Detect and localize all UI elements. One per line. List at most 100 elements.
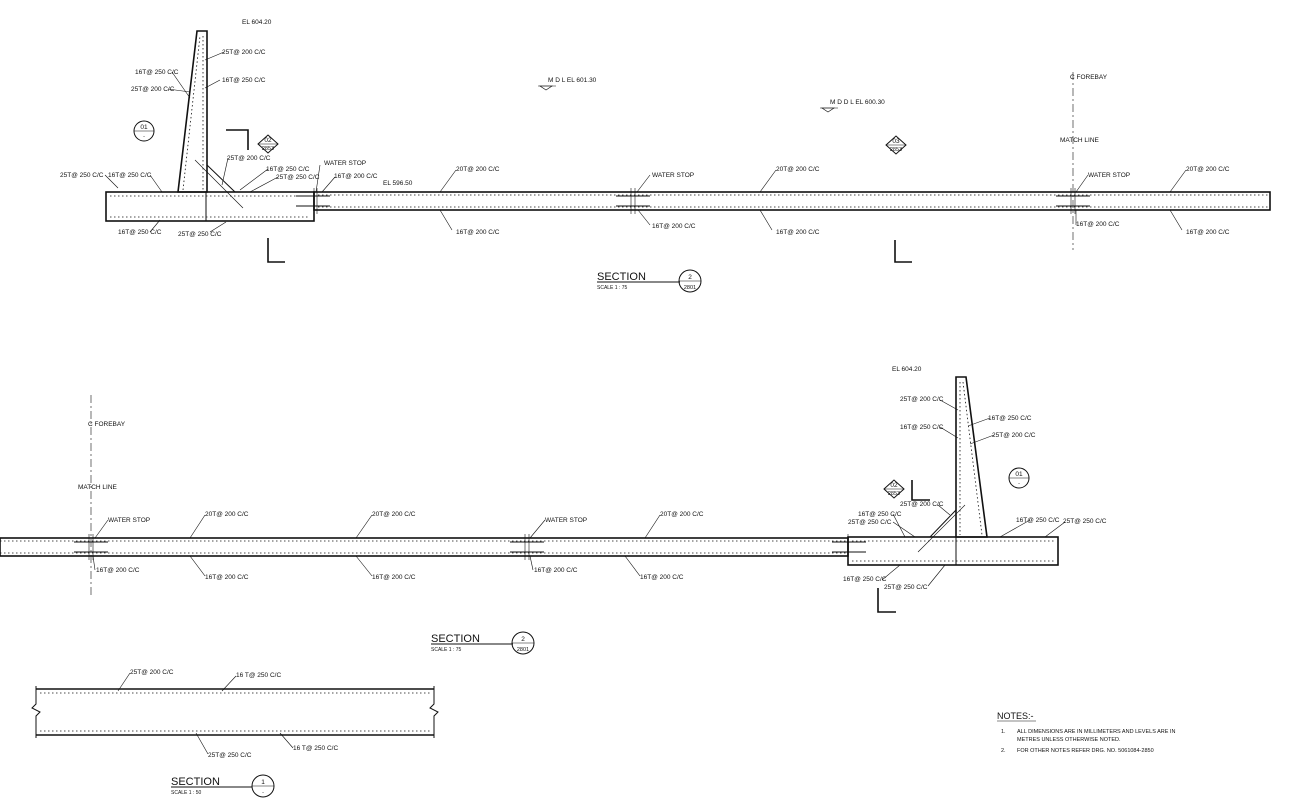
rebar-label: 25T@ 200 C/C: [130, 669, 174, 676]
section-sheet: 2801: [517, 647, 529, 653]
rebar-label: 16T@ 200 C/C: [776, 229, 820, 236]
marker-01-sub: -: [1018, 481, 1020, 487]
note-text: ALL DIMENSIONS ARE IN MILLIMETERS AND LE…: [1017, 729, 1175, 735]
marker-01-number: 01: [1015, 471, 1023, 478]
rebar-label: 16T@ 250 C/C: [135, 69, 179, 76]
top-marker-01: 01 -: [133, 120, 155, 142]
level-label: M D D L EL 600.30: [830, 99, 885, 106]
rebar-label: 16T@ 250 C/C: [858, 511, 902, 518]
marker-01-sub: -: [143, 134, 145, 140]
rebar-label: 16T@ 200 C/C: [96, 567, 140, 574]
top-section: 01 - 02 2853 03 2853 EL 604.20 M D L EL …: [60, 19, 1271, 293]
rebar-label: 20T@ 200 C/C: [456, 166, 500, 173]
rebar-label: 16T@ 250 C/C: [118, 229, 162, 236]
water-stop-label: WATER STOP: [108, 517, 150, 524]
rebar-label: 25T@ 250 C/C: [848, 519, 892, 526]
rebar-label: 25T@ 200 C/C: [227, 155, 271, 162]
rebar-label: 16T@ 250 C/C: [843, 576, 887, 583]
mid-wall: [955, 376, 988, 538]
mid-joint-2: [510, 534, 544, 560]
rebar-label: 25T@ 250 C/C: [178, 231, 222, 238]
rebar-label: 20T@ 200 C/C: [1186, 166, 1230, 173]
notes-block: NOTES:- 1. ALL DIMENSIONS ARE IN MILLIME…: [997, 711, 1175, 754]
matchline-label: MATCH LINE: [78, 484, 118, 491]
section-title-top: SECTION SCALE 1 : 75 2 2801: [597, 269, 702, 293]
marker-02-number: 02: [264, 137, 272, 144]
marker-02-sub: 2853: [888, 491, 900, 497]
note-text: FOR OTHER NOTES REFER DRG. NO. 5061084-2…: [1017, 748, 1154, 754]
water-stop-label: WATER STOP: [652, 172, 694, 179]
rebar-label: 25T@ 200 C/C: [222, 49, 266, 56]
section-title: SECTION: [171, 776, 220, 788]
top-marker-03: 03 2853: [885, 135, 907, 155]
section-title-middle: SECTION SCALE 1 : 75 2 2801: [431, 631, 535, 655]
section-scale: SCALE 1 : 75: [431, 647, 462, 653]
section-number: 2: [521, 636, 525, 643]
section-scale: SCALE 1 : 75: [597, 285, 628, 291]
rebar-label: 25T@ 200 C/C: [131, 86, 175, 93]
forebay-label: C FOREBAY: [88, 421, 126, 428]
rebar-label: 16T@ 200 C/C: [640, 574, 684, 581]
section-title-small: SECTION SCALE 1 : 50 1 -: [171, 774, 275, 798]
level-label: EL 604.20: [242, 19, 272, 26]
rebar-label: 25T@ 250 C/C: [276, 174, 320, 181]
rebar-label: 25T@ 250 C/C: [208, 752, 252, 759]
top-marker-02: 02 2853: [257, 134, 279, 154]
top-joint-2: [616, 188, 650, 214]
middle-section: 01 - 02 2853 EL 604.20 C FOREBAY MATCH L…: [0, 366, 1107, 655]
matchline-label: MATCH LINE: [1060, 137, 1100, 144]
rebar-label: 16T@ 200 C/C: [334, 173, 378, 180]
water-stop-label: WATER STOP: [545, 517, 587, 524]
rebar-label: 20T@ 200 C/C: [372, 511, 416, 518]
rebar-label: 16T@ 200 C/C: [652, 223, 696, 230]
marker-03-number: 03: [892, 138, 900, 145]
rebar-label: 25T@ 250 C/C: [1063, 518, 1107, 525]
rebar-label: 16T@ 250 C/C: [222, 77, 266, 84]
forebay-label: C FOREBAY: [1070, 74, 1108, 81]
mid-marker-01: 01 -: [1008, 467, 1030, 489]
rebar-label: 16T@ 200 C/C: [1186, 229, 1230, 236]
level-label: EL 596.50: [383, 180, 413, 187]
water-stop-label: WATER STOP: [1088, 172, 1130, 179]
section-number: 2: [688, 274, 692, 281]
mid-marker-02: 02 2853: [883, 479, 905, 499]
marker-02-number: 02: [890, 482, 898, 489]
small-section: 25T@ 200 C/C 16 T@ 250 C/C 25T@ 250 C/C …: [31, 669, 439, 798]
section-sheet: -: [262, 790, 264, 796]
section-title: SECTION: [431, 633, 480, 645]
rebar-label: 16T@ 200 C/C: [534, 567, 578, 574]
note-number: 1.: [1001, 729, 1006, 735]
rebar-label: 16T@ 250 C/C: [108, 172, 152, 179]
section-number: 1: [261, 779, 265, 786]
rebar-label: 16T@ 200 C/C: [372, 574, 416, 581]
water-stop-label: WATER STOP: [324, 160, 366, 167]
rebar-label: 16 T@ 250 C/C: [236, 672, 281, 679]
rebar-label: 25T@ 250 C/C: [60, 172, 104, 179]
top-joint-1: [296, 188, 330, 214]
marker-02-sub: 2853: [262, 146, 274, 152]
rebar-label: 16 T@ 250 C/C: [293, 745, 338, 752]
rebar-label: 25T@ 250 C/C: [884, 584, 928, 591]
rebar-label: 25T@ 200 C/C: [992, 432, 1036, 439]
rebar-label: 16T@ 250 C/C: [1016, 517, 1060, 524]
note-number: 2.: [1001, 748, 1006, 754]
section-sheet: 2801: [684, 285, 696, 291]
rebar-label: 20T@ 200 C/C: [660, 511, 704, 518]
rebar-label: 16T@ 250 C/C: [900, 424, 944, 431]
marker-01-number: 01: [140, 124, 148, 131]
rebar-label: 20T@ 200 C/C: [776, 166, 820, 173]
rebar-label: 25T@ 200 C/C: [900, 501, 944, 508]
rebar-label: 16T@ 250 C/C: [988, 415, 1032, 422]
rebar-label: 16T@ 200 C/C: [205, 574, 249, 581]
level-label: EL 604.20: [892, 366, 922, 373]
note-text: METRES UNLESS OTHERWISE NOTED.: [1017, 737, 1121, 743]
notes-title: NOTES:-: [997, 711, 1034, 721]
rebar-label: 25T@ 200 C/C: [900, 396, 944, 403]
mid-joint-3: [832, 534, 866, 560]
rebar-label: 16T@ 250 C/C: [266, 166, 310, 173]
section-scale: SCALE 1 : 50: [171, 790, 202, 796]
marker-03-sub: 2853: [890, 147, 902, 153]
rebar-label: 16T@ 200 C/C: [456, 229, 500, 236]
rebar-label: 16T@ 200 C/C: [1076, 221, 1120, 228]
